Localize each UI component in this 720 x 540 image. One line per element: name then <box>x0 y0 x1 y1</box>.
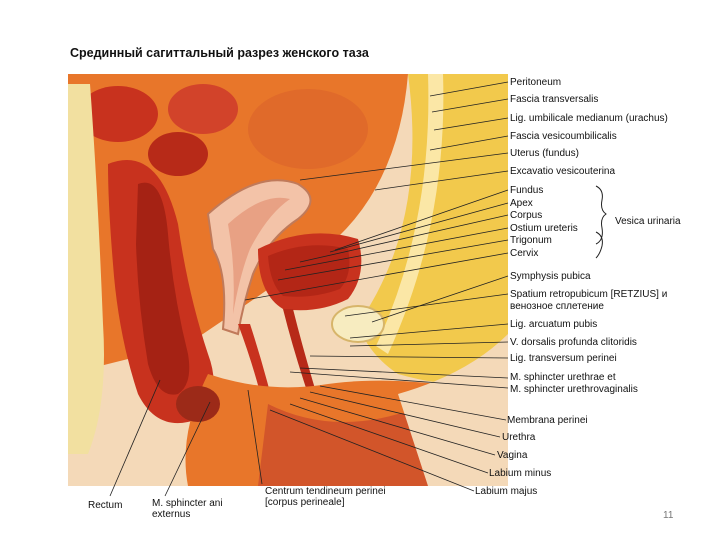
sphincter-ani <box>176 386 220 422</box>
label-centrum-tendineum: Centrum tendineum perinei [corpus perine… <box>265 486 386 508</box>
intestine-loop <box>148 132 208 176</box>
bladder-lumen <box>268 245 350 297</box>
uterus-cavity <box>228 197 290 314</box>
label-venous-plexus: венозное сплетение <box>510 301 604 312</box>
label-fundus: Fundus <box>510 185 544 196</box>
label-lig-transversum: Lig. transversum perinei <box>510 353 617 364</box>
label-lig-arcuatum: Lig. arcuatum pubis <box>510 319 598 330</box>
label-trigonum: Trigonum <box>510 235 552 246</box>
label-sphincter-ani: M. sphincter ani externus <box>152 498 223 520</box>
rectum-inner <box>136 182 190 395</box>
label-sphincter-ani-line1: M. sphincter ani <box>152 498 223 509</box>
label-v-dorsalis: V. dorsalis profunda clitoridis <box>510 337 637 348</box>
label-spatium-retropubicum: Spatium retropubicum [RETZIUS] и <box>510 289 668 300</box>
label-cervix: Cervix <box>510 248 539 259</box>
label-labium-minus: Labium minus <box>489 468 552 479</box>
label-centrum-line1: Centrum tendineum perinei <box>265 486 386 497</box>
label-rectum: Rectum <box>88 500 123 511</box>
vagina <box>238 324 273 404</box>
label-fascia-vesicoumbilicalis: Fascia vesicoumbilicalis <box>510 131 617 142</box>
page-title: Срединный сагиттальный разрез женского т… <box>70 46 369 60</box>
brace <box>595 185 607 259</box>
page-number: 11 <box>663 510 674 521</box>
label-urethra: Urethra <box>502 432 536 443</box>
label-uterus-fundus: Uterus (fundus) <box>510 148 579 159</box>
label-sphincter-ani-line2: externus <box>152 509 191 520</box>
intestine-loop <box>78 86 158 142</box>
urethra <box>283 309 316 394</box>
label-lig-umbilicale: Lig. umbilicale medianum (urachus) <box>510 113 668 124</box>
label-symphysis: Symphysis pubica <box>510 271 591 282</box>
intestine-loop <box>168 84 238 134</box>
label-apex: Apex <box>510 198 533 209</box>
label-ostium-ureteris: Ostium ureteris <box>510 223 578 234</box>
label-fascia-transversalis: Fascia transversalis <box>510 94 599 105</box>
label-sphincter-urethrae: M. sphincter urethrae et <box>510 372 616 383</box>
anatomy-illustration <box>68 74 508 486</box>
label-vagina: Vagina <box>497 450 528 461</box>
label-centrum-line2: [corpus perineale] <box>265 497 345 508</box>
fascia-layer <box>376 74 444 354</box>
intestine-loop <box>248 89 368 169</box>
label-excavatio: Excavatio vesicouterina <box>510 166 616 177</box>
label-corpus: Corpus <box>510 210 543 221</box>
label-peritoneum: Peritoneum <box>510 77 562 88</box>
label-labium-majus: Labium majus <box>475 486 538 497</box>
label-vesica-urinaria: Vesica urinaria <box>615 216 681 227</box>
label-membrana-perinei: Membrana perinei <box>507 415 588 426</box>
sacrum <box>68 84 104 454</box>
symphysis-pubica <box>331 305 385 343</box>
label-sphincter-urethrovaginalis: M. sphincter urethrovaginalis <box>510 384 638 395</box>
